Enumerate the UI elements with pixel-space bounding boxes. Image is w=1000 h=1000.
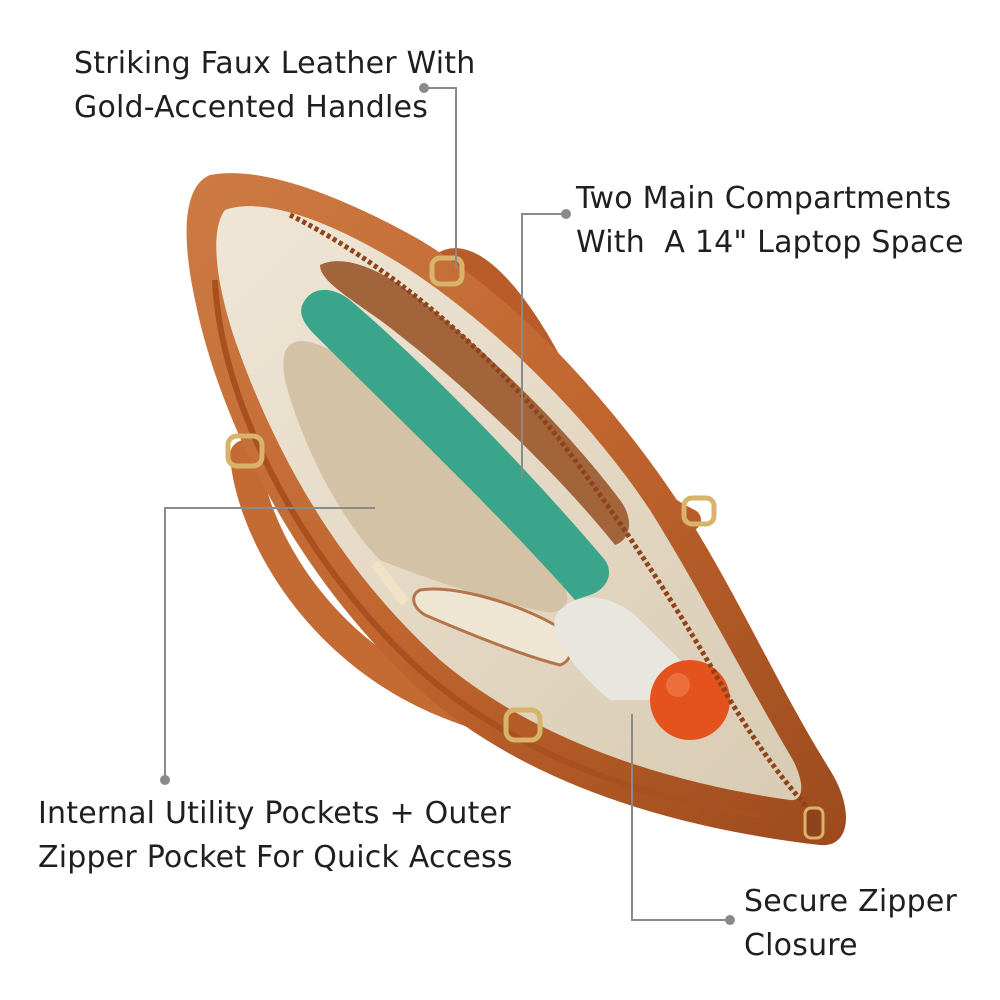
logo-plate [371,561,409,605]
leader-dot-handles [419,83,429,93]
bottle-body [554,597,685,700]
rear-handle-ring [429,255,465,287]
front-handle-ring [225,433,265,469]
callout-pockets-line-1: Internal Utility Pockets + Outer [38,796,511,831]
brown-folder [320,261,630,545]
callout-zipper: Secure Zipper Closure [744,880,957,968]
callout-compartments-line-1: Two Main Compartments [576,181,952,216]
leader-dot-pockets [160,775,170,785]
leader-line-handles [424,87,457,268]
callout-zipper-line-2: Closure [744,928,858,963]
bottle-cap [650,660,730,740]
callout-handles-line-2: Gold-Accented Handles [74,90,429,125]
zipper-pull [803,806,825,840]
callout-compartments: Two Main Compartments With A 14" Laptop … [576,177,964,265]
internal-pocket [412,587,573,667]
leader-dot-compartments [561,209,571,219]
leader-lines [164,87,730,921]
callout-compartments-line-2: With A 14" Laptop Space [576,225,964,260]
outer-zipper-pocket [212,279,761,818]
laptop-sleeve [283,341,568,613]
callout-handles-line-1: Striking Faux Leather With [74,46,476,81]
green-notebook [301,289,610,600]
leader-dot-zipper [725,915,735,925]
main-zipper [288,212,817,817]
leader-line-compartments [521,213,566,478]
leader-line-pockets [164,507,375,780]
leader-line-zipper [631,714,730,921]
callout-pockets: Internal Utility Pockets + Outer Zipper … [38,792,513,880]
callout-handles: Striking Faux Leather With Gold-Accented… [74,42,475,130]
callout-zipper-line-1: Secure Zipper [744,884,958,919]
callout-pockets-line-2: Zipper Pocket For Quick Access [38,840,513,875]
